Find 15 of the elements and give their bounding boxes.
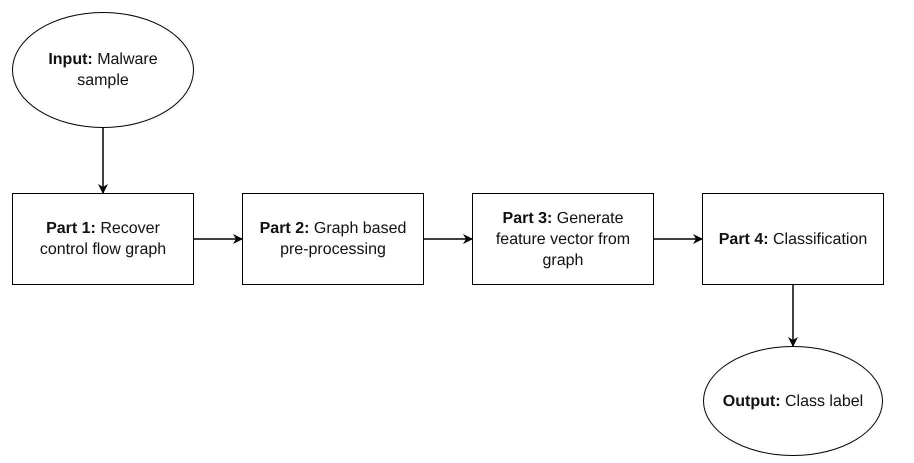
process-box	[12, 193, 194, 285]
node-text: Input: Malware sample	[47, 50, 159, 91]
node-text: Part 1: Recover control flow graph	[38, 219, 168, 260]
node-text: Part 3: Generate feature vector from graph	[494, 208, 632, 270]
node-text: Part 4: Classification	[718, 230, 868, 250]
process-box	[472, 193, 654, 285]
node-text: Output: Class label	[722, 392, 864, 412]
process-box	[702, 193, 884, 285]
arrow	[654, 234, 703, 244]
process-box	[242, 193, 424, 285]
arrow	[424, 234, 473, 244]
node-text: Part 2: Graph based pre-processing	[258, 219, 408, 260]
arrow	[194, 234, 243, 244]
arrow	[788, 285, 798, 347]
arrow	[98, 128, 108, 194]
